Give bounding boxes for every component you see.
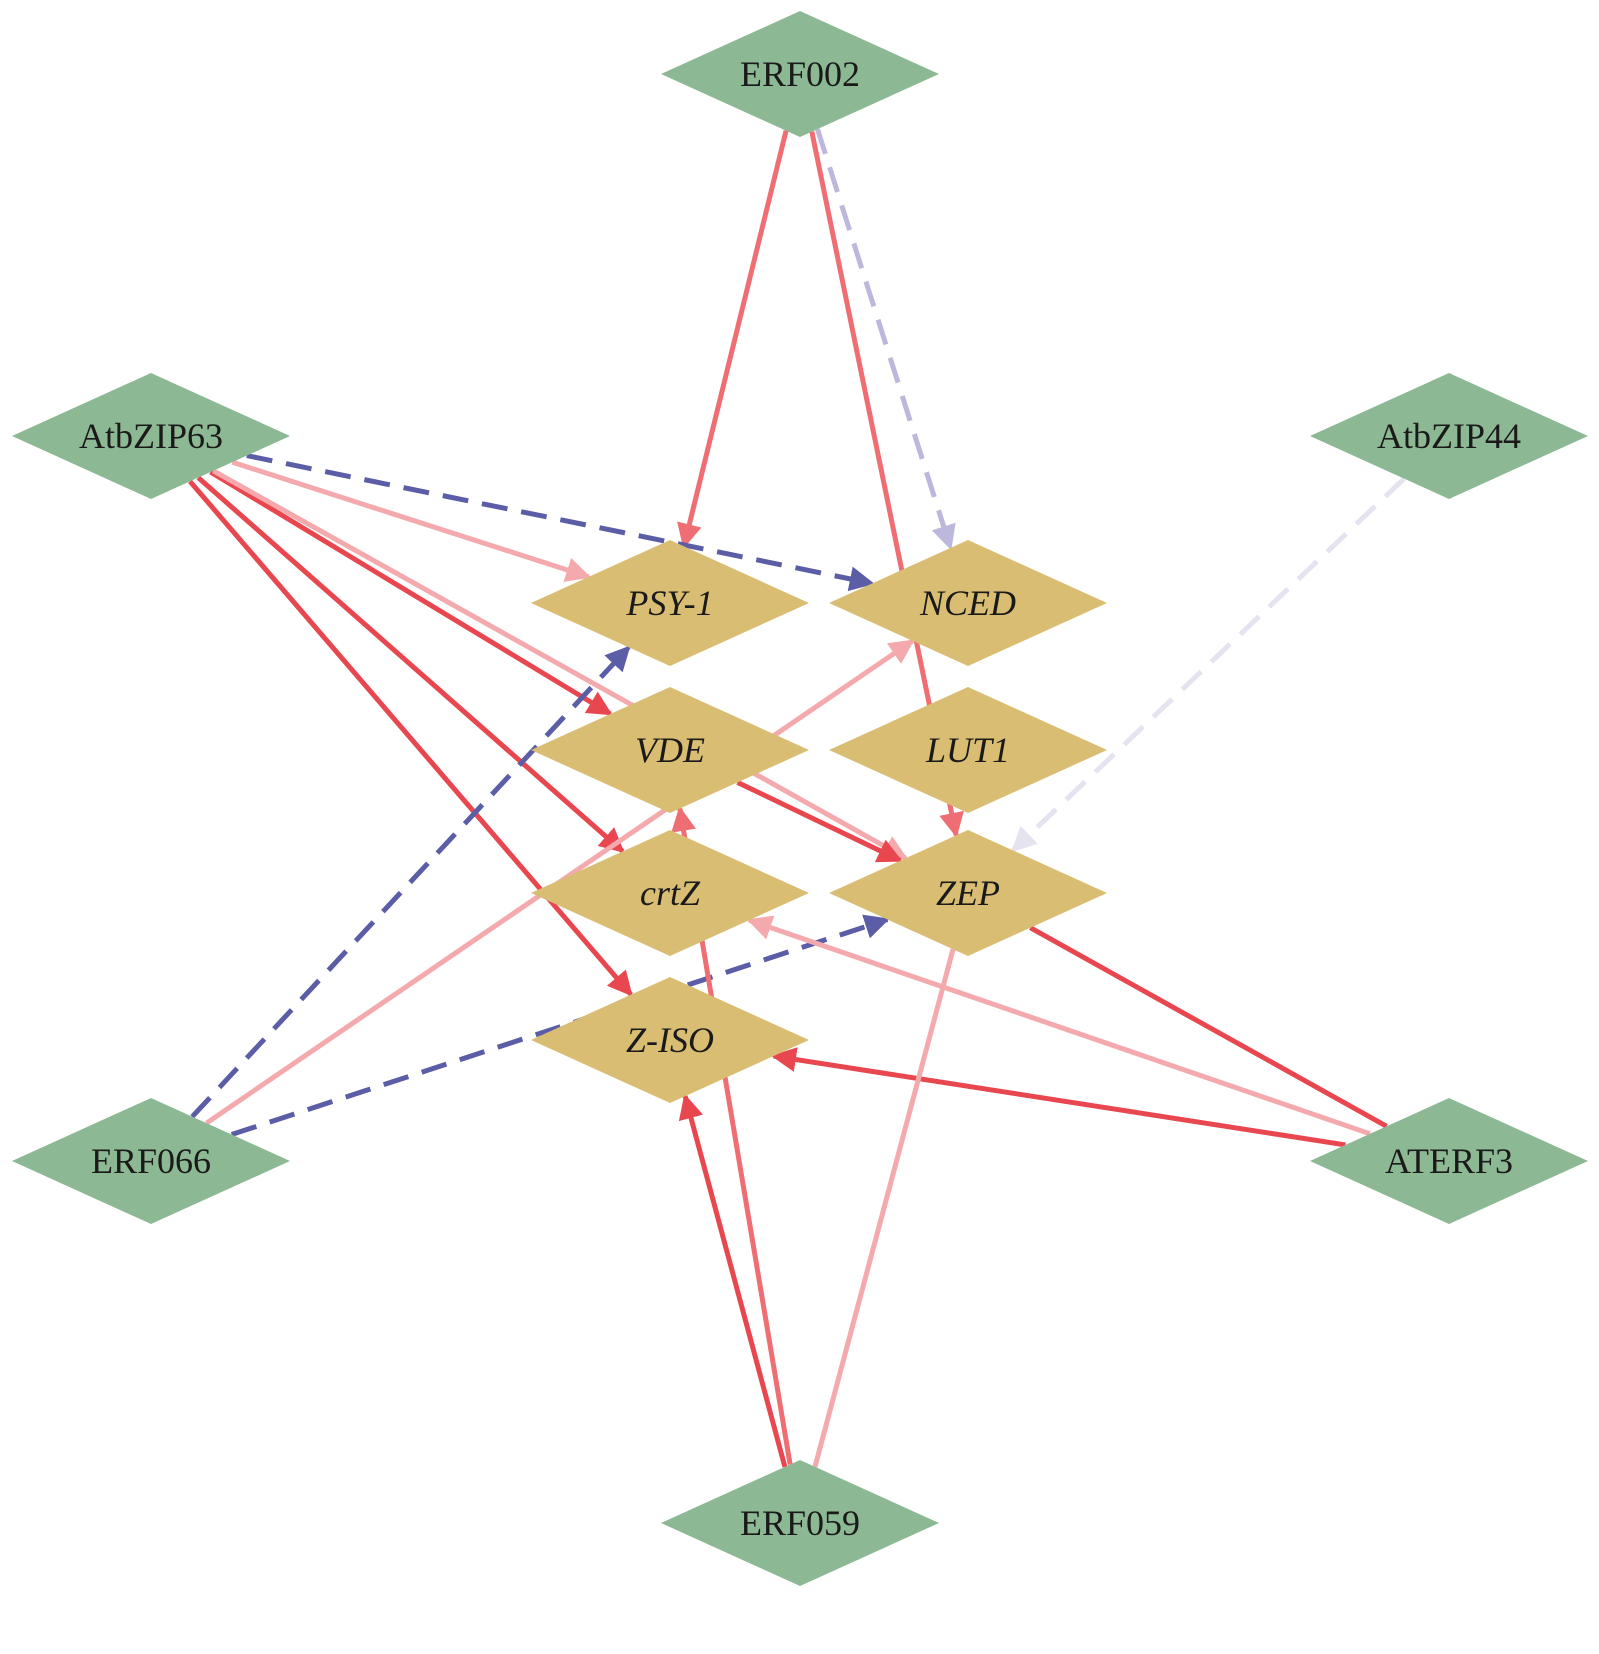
edge-AtbZIP63-to-ZEP — [211, 468, 908, 861]
node-label: PSY-1 — [625, 583, 713, 623]
edge-AtbZIP63-to-PSY-1 — [231, 459, 592, 582]
gene-node-shape — [531, 830, 809, 956]
edge-ERF066-to-ZEP — [230, 914, 890, 1137]
node-label: VDE — [635, 730, 705, 770]
edge-ERF002-to-PSY-1 — [677, 130, 789, 549]
edge-ERF059-to-ZEP — [812, 948, 956, 1468]
node-label: AtbZIP44 — [1377, 416, 1521, 456]
node-label: AtbZIP63 — [79, 416, 223, 456]
tf-node-shape — [1310, 1098, 1588, 1224]
edge-VDE-to-ZEP — [736, 780, 903, 863]
gene-node-shape — [531, 687, 809, 813]
node-label: ATERF3 — [1385, 1141, 1513, 1181]
node-ATERF3: ATERF3 — [1310, 1098, 1588, 1224]
tf-node-shape — [12, 1098, 290, 1224]
node-label: ZEP — [936, 873, 1000, 913]
node-AtbZIP44: AtbZIP44 — [1310, 373, 1588, 499]
edge-AtbZIP63-to-crtZ — [196, 475, 625, 854]
tf-node-shape — [661, 11, 939, 137]
node-label: LUT1 — [925, 730, 1010, 770]
node-PSY-1: PSY-1 — [531, 540, 809, 666]
tf-node-shape — [1310, 373, 1588, 499]
edge-ATERF3-to-ZEP — [1029, 925, 1388, 1129]
edge-AtbZIP63-to-NCED — [246, 453, 875, 592]
node-ZEP: ZEP — [829, 830, 1107, 956]
node-label: crtZ — [640, 873, 701, 913]
edges-layer — [188, 128, 1406, 1468]
edge-ATERF3-to-crtZ — [746, 915, 1371, 1137]
node-crtZ: crtZ — [531, 830, 809, 956]
gene-node-shape — [829, 830, 1107, 956]
edge-ATERF3-to-Z-ISO — [771, 1047, 1346, 1148]
node-ERF059: ERF059 — [661, 1460, 939, 1586]
node-NCED: NCED — [829, 540, 1107, 666]
node-label: NCED — [919, 583, 1016, 623]
edge-AtbZIP63-to-Z-ISO — [188, 479, 633, 997]
gene-node-shape — [531, 977, 809, 1103]
edge-AtbZIP44-to-ZEP — [1011, 476, 1406, 853]
node-ERF002: ERF002 — [661, 11, 939, 137]
tf-node-shape — [12, 373, 290, 499]
node-AtbZIP63: AtbZIP63 — [12, 373, 290, 499]
node-VDE: VDE — [531, 687, 809, 813]
node-Z-ISO: Z-ISO — [531, 977, 809, 1103]
gene-node-shape — [829, 540, 1107, 666]
edge-ERF066-to-PSY-1 — [190, 645, 631, 1119]
edge-ERF059-to-Z-ISO — [678, 1093, 788, 1468]
edge-AtbZIP63-to-VDE — [209, 469, 613, 717]
node-ERF066: ERF066 — [12, 1098, 290, 1224]
node-label: ERF059 — [740, 1503, 860, 1543]
tf-node-shape — [661, 1460, 939, 1586]
node-label: Z-ISO — [626, 1020, 714, 1060]
edge-ERF002-to-NCED — [815, 128, 956, 551]
node-label: ERF002 — [740, 54, 860, 94]
gene-node-shape — [531, 540, 809, 666]
node-LUT1: LUT1 — [829, 687, 1107, 813]
gene-node-shape — [829, 687, 1107, 813]
node-label: ERF066 — [91, 1141, 211, 1181]
